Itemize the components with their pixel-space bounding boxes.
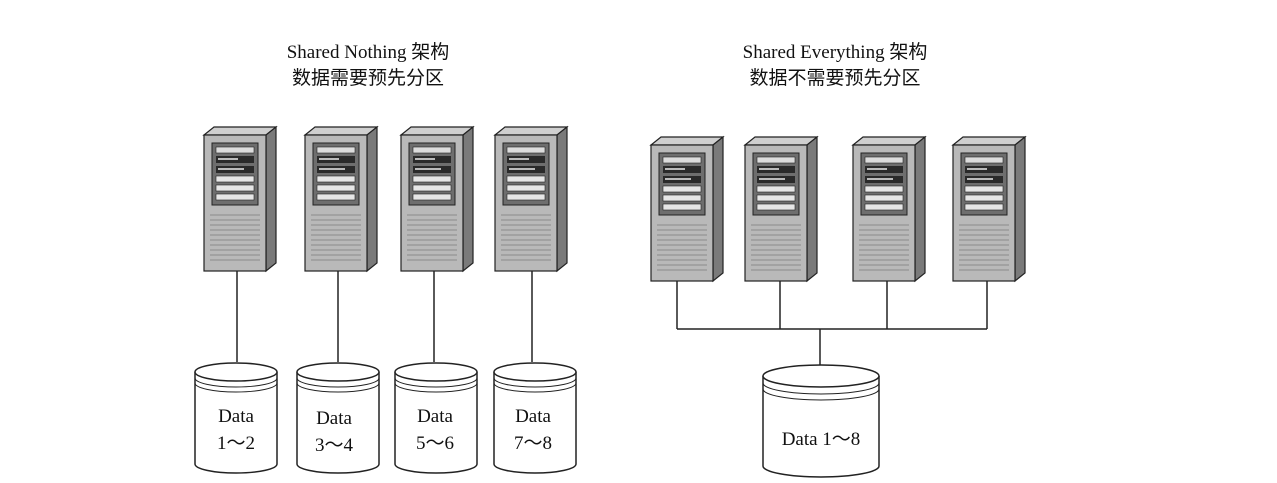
server-icon [852,136,926,282]
shared-nothing-group: Data 1～2 Data 3～4 Data 5～6 Data [194,126,577,474]
left-title: Shared Nothing 架构 [286,42,450,63]
server-icon [952,136,1026,282]
left-subtitle: 数据需要预先分区 [291,68,444,89]
right-subtitle: 数据不需要预先分区 [749,68,921,89]
server-icon [304,126,378,272]
server-icon [400,126,474,272]
disk-label: Data [515,406,551,427]
left-caption: Shared Nothing 架构 数据需要预先分区 [218,40,518,92]
disk-label: Data [417,406,453,427]
shared-disk-icon: Data 1～8 [762,364,880,478]
disk-label: Data [218,406,254,427]
shared-bus [676,281,988,366]
disk-label: Data [316,408,352,429]
disk-icon: Data 1～2 [194,362,278,474]
shared-disk-label: Data 1～8 [782,429,861,450]
server-icon [744,136,818,282]
server-icon [650,136,724,282]
right-title: Shared Everything 架构 [742,42,928,63]
disk-range: 3～4 [315,435,354,456]
disk-icon: Data 5～6 [394,362,478,474]
disk-range: 5～6 [416,433,454,454]
disk-icon: Data 7～8 [493,362,577,474]
disk-icon: Data 3～4 [296,362,380,474]
server-icon [494,126,568,272]
disk-range: 7～8 [514,433,552,454]
server-icon [203,126,277,272]
shared-everything-group: Data 1～8 [650,136,1026,478]
disk-range: 1～2 [217,433,255,454]
right-caption: Shared Everything 架构 数据不需要预先分区 [685,40,985,92]
